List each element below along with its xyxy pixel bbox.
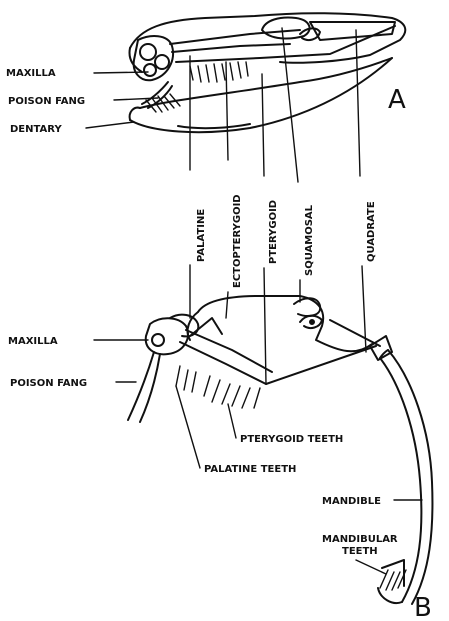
label-pterygoid: PTERYGOID — [268, 200, 279, 264]
label-pterygoid-teeth: PTERYGOID TEETH — [240, 434, 343, 445]
leader-pterygoid-bottom — [264, 268, 266, 384]
label-quadrate: QUADRATE — [366, 201, 377, 262]
skull-open-drawing — [128, 296, 432, 604]
leader-pterygoid-teeth — [228, 404, 236, 438]
leader-palatine-teeth — [176, 386, 200, 468]
label-squamosal: SQUAMOSAL — [304, 204, 315, 276]
label-poison-fang-b: POISON FANG — [10, 378, 87, 389]
label-mandible: MANDIBLE — [322, 496, 381, 507]
skull-closed-drawing — [130, 13, 406, 132]
leader-maxilla-a — [94, 72, 148, 73]
leader-pterygoid-top — [262, 74, 264, 176]
leader-ectopterygoid-top — [226, 62, 228, 160]
label-maxilla-a: MAXILLA — [6, 68, 56, 79]
view-a-marker: A — [388, 85, 406, 115]
label-palatine: PALATINE — [196, 209, 207, 262]
label-maxilla-b: MAXILLA — [8, 336, 58, 347]
label-ectopterygoid: ECTOPTERYGOID — [232, 194, 243, 288]
leader-squamosal-top — [282, 28, 298, 182]
label-dentary: DENTARY — [10, 124, 62, 135]
leader-mandibular-teeth — [356, 560, 386, 574]
leader-poison-fang-a — [114, 98, 158, 100]
label-mandibular-teeth-line1: MANDIBULAR — [322, 534, 398, 545]
label-palatine-teeth: PALATINE TEETH — [204, 464, 296, 475]
leader-ectopterygoid-bottom — [226, 292, 228, 318]
label-poison-fang-a: POISON FANG — [8, 96, 85, 107]
label-mandibular-teeth-line2: TEETH — [342, 546, 378, 557]
view-b-marker: B — [414, 593, 432, 621]
leader-dentary — [86, 122, 134, 128]
leader-quadrate-top — [356, 30, 360, 176]
